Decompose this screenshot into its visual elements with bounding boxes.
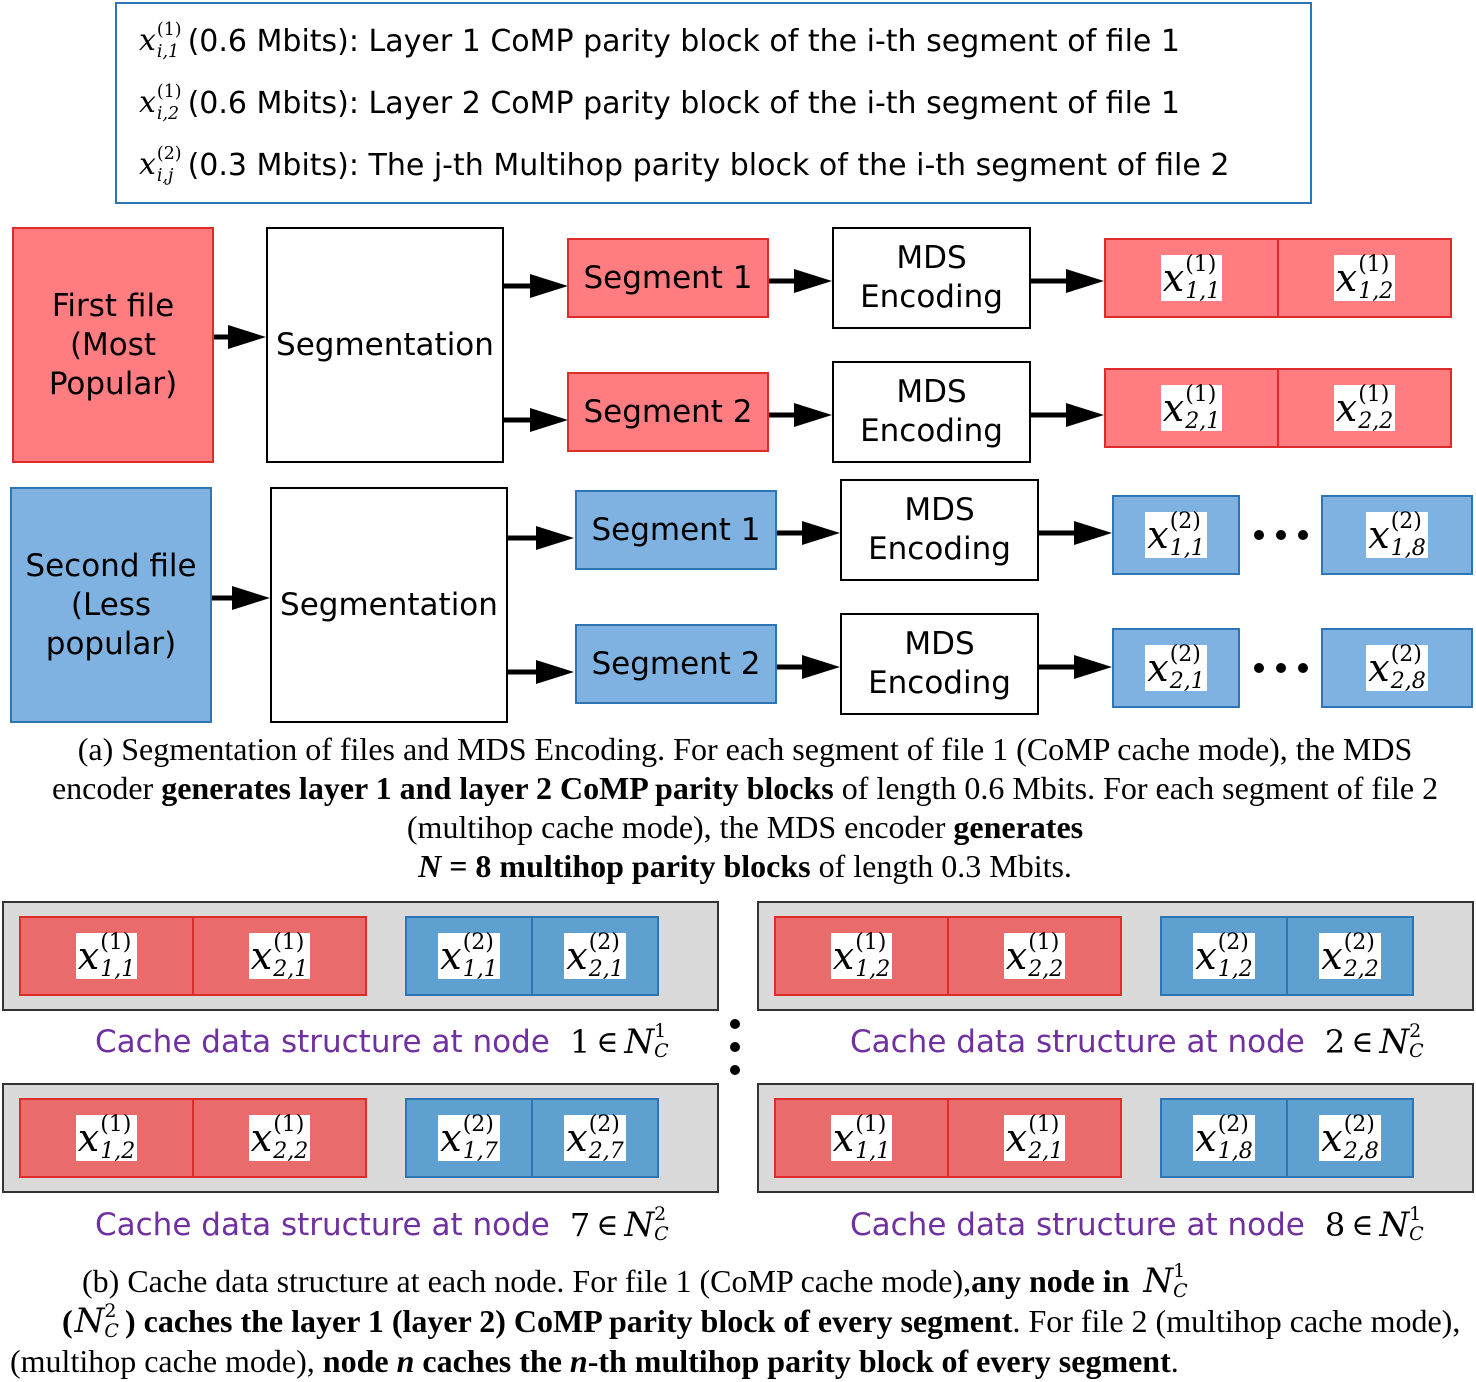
arrow-head — [1074, 655, 1112, 679]
cached-parity-block: x(1)2,2 — [192, 1098, 367, 1178]
arrow-head — [802, 521, 840, 545]
arrow-head — [802, 655, 840, 679]
file2-segment1: Segment 1 — [575, 490, 777, 570]
parity-block: x(2)1,1 — [1112, 495, 1240, 575]
file1-segmentation-box: Segmentation — [266, 227, 504, 463]
cached-parity-block: x(2)2,7 — [531, 1098, 659, 1178]
file1-segment2: Segment 2 — [567, 372, 769, 452]
legend-row: x(1)i,2 (0.6 Mbits): Layer 2 CoMP parity… — [139, 74, 1180, 132]
ellipsis-dot — [730, 1065, 740, 1075]
parity-block: x(1)2,2 — [1277, 368, 1452, 448]
cached-parity-block: x(2)1,7 — [405, 1098, 533, 1178]
ellipsis-dot — [1298, 663, 1308, 673]
arrow-head — [1066, 269, 1104, 293]
ellipsis-dot — [1254, 663, 1264, 673]
cached-parity-block: x(1)2,2 — [947, 916, 1122, 996]
legend-text: (0.3 Mbits): The j-th Multihop parity bl… — [187, 147, 1230, 183]
parity-block: x(2)1,8 — [1321, 495, 1473, 575]
ellipsis-dot — [730, 1019, 740, 1029]
caption-b: (b) Cache data structure at each node. F… — [10, 1260, 1461, 1379]
cached-parity-block: x(2)2,2 — [1286, 916, 1414, 996]
legend-row: x(1)i,1 (0.6 Mbits): Layer 1 CoMP parity… — [139, 12, 1180, 70]
file1-mds-encoder2: MDS Encoding — [832, 361, 1031, 463]
legend-symbol: x(1)i,2 — [139, 81, 182, 124]
cached-parity-block: x(1)2,1 — [947, 1098, 1122, 1178]
cached-parity-block: x(1)1,1 — [774, 1098, 949, 1178]
file2-box: Second file (Less popular) — [10, 487, 212, 723]
legend-text: (0.6 Mbits): Layer 2 CoMP parity block o… — [187, 85, 1180, 121]
arrow-head — [536, 660, 574, 684]
legend-box: x(1)i,1 (0.6 Mbits): Layer 1 CoMP parity… — [115, 2, 1312, 204]
parity-block: x(1)2,1 — [1104, 368, 1279, 448]
cached-parity-block: x(1)1,1 — [19, 916, 194, 996]
file1-mds-encoder1: MDS Encoding — [832, 227, 1031, 329]
arrow-head — [232, 586, 270, 610]
cached-parity-block: x(1)1,2 — [19, 1098, 194, 1178]
arrow-head — [794, 403, 832, 427]
file2-mds-encoder2: MDS Encoding — [840, 613, 1039, 715]
arrow-head — [228, 325, 266, 349]
caption-a: (a) Segmentation of files and MDS Encodi… — [51, 731, 1439, 884]
cached-parity-block: x(1)1,2 — [774, 916, 949, 996]
arrow-head — [536, 526, 574, 550]
arrow-head — [1074, 521, 1112, 545]
ellipsis-dot — [1298, 530, 1308, 540]
ellipsis-dot — [1254, 530, 1264, 540]
ellipsis-dot — [1276, 530, 1286, 540]
vertical-ellipsis — [730, 1019, 740, 1075]
arrow-head — [530, 408, 568, 432]
parity-block: x(2)2,1 — [1112, 628, 1240, 708]
file1-segment1: Segment 1 — [567, 238, 769, 318]
ellipsis-dot — [730, 1042, 740, 1052]
legend-symbol: x(1)i,1 — [139, 19, 182, 62]
cached-parity-block: x(2)1,8 — [1160, 1098, 1288, 1178]
arrow-head — [1066, 403, 1104, 427]
legend-symbol: x(2)i,j — [139, 143, 182, 186]
file2-segmentation-box: Segmentation — [270, 487, 508, 723]
cached-parity-block: x(2)2,8 — [1286, 1098, 1414, 1178]
ellipsis-dot — [1276, 663, 1286, 673]
cached-parity-block: x(2)1,2 — [1160, 916, 1288, 996]
file1-box: First file (Most Popular) — [12, 227, 214, 463]
cached-parity-block: x(2)2,1 — [531, 916, 659, 996]
cached-parity-block: x(1)2,1 — [192, 916, 367, 996]
parity-block: x(1)1,1 — [1104, 238, 1279, 318]
legend-text: (0.6 Mbits): Layer 1 CoMP parity block o… — [187, 23, 1180, 59]
legend-row: x(2)i,j (0.3 Mbits): The j-th Multihop p… — [139, 136, 1229, 194]
parity-block: x(2)2,8 — [1321, 628, 1473, 708]
file2-segment2: Segment 2 — [575, 624, 777, 704]
file2-mds-encoder1: MDS Encoding — [840, 479, 1039, 581]
arrow-head — [530, 274, 568, 298]
arrow-head — [794, 269, 832, 293]
cached-parity-block: x(2)1,1 — [405, 916, 533, 996]
flow-arrows — [203, 269, 1308, 684]
parity-block: x(1)1,2 — [1277, 238, 1452, 318]
